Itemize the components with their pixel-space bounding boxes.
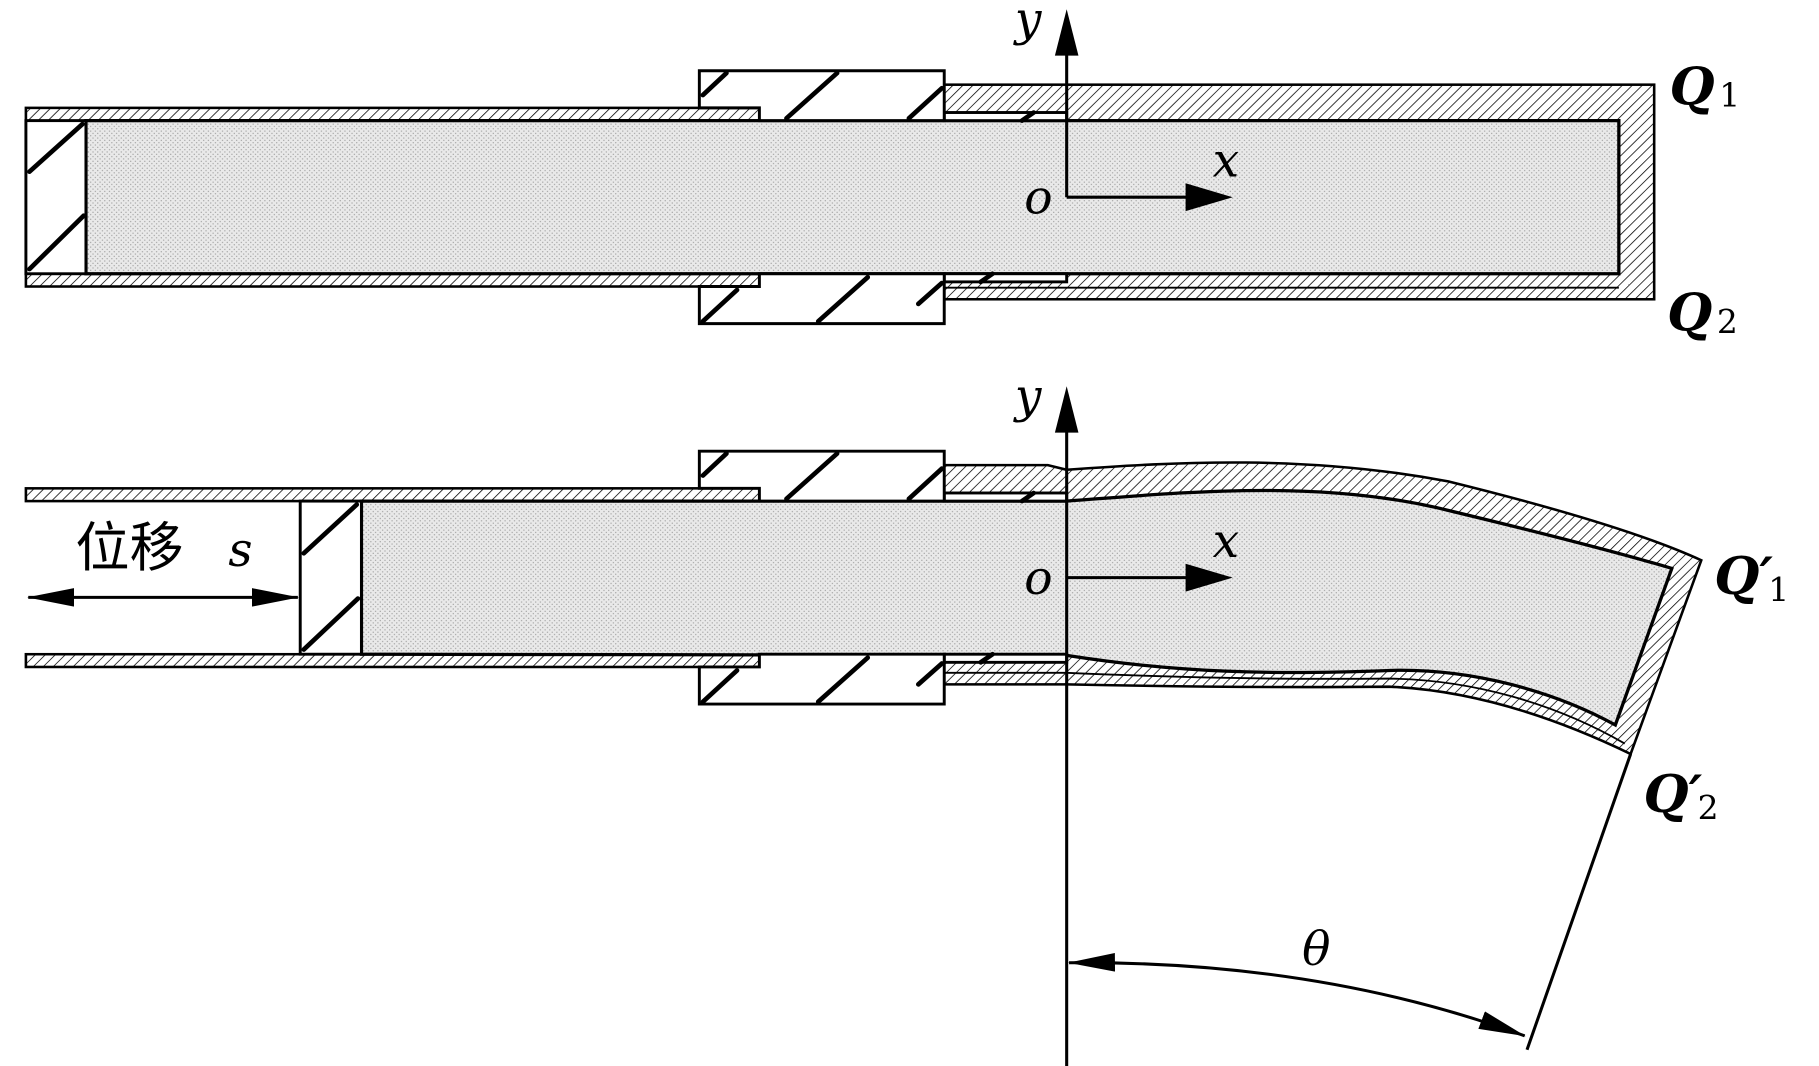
top-y-arrowhead	[1054, 9, 1079, 56]
top-axes: y x o	[1013, 0, 1239, 225]
bottom-inner-core	[359, 488, 1674, 728]
bent-end-reference-line	[1525, 753, 1633, 1051]
bottom-left-tube-top-wall	[24, 487, 761, 503]
bottom-x-arrowhead	[1185, 563, 1233, 592]
top-clamp-ring	[942, 110, 1069, 285]
displacement-label: 位移	[75, 516, 183, 579]
bottom-diagram: 位移 s y x o θ Q′1 Q′2	[24, 370, 1789, 1066]
bottom-origin-label: o	[1024, 552, 1052, 606]
angle-label: θ	[1302, 923, 1330, 977]
bottom-q2-prime-label: Q′2	[1644, 765, 1719, 827]
bottom-x-label: x	[1213, 515, 1240, 569]
bottom-y-label: y	[1013, 370, 1042, 424]
angle-arc	[1067, 953, 1526, 1038]
top-x-label: x	[1213, 135, 1240, 189]
bottom-q1-prime-label: Q′1	[1714, 547, 1789, 609]
bottom-axes: y x o	[1013, 370, 1239, 1066]
bottom-plug	[298, 499, 363, 656]
bottom-fitting-lower	[697, 652, 946, 706]
displacement-symbol: s	[228, 524, 252, 578]
top-x-arrowhead	[1185, 183, 1233, 212]
displacement-annotation: 位移 s	[27, 516, 300, 607]
bending-angle: θ	[1067, 753, 1633, 1051]
top-inner-core	[84, 119, 1621, 276]
top-left-plug	[24, 119, 88, 276]
top-y-label: y	[1013, 0, 1042, 47]
bottom-y-arrowhead	[1054, 386, 1079, 433]
top-fitting-upper	[697, 69, 946, 123]
bottom-sleeve-bottom-layer-line	[944, 671, 1626, 745]
top-origin-label: o	[1024, 172, 1052, 226]
top-left-tube-top-wall	[24, 106, 761, 122]
bottom-fitting-upper	[697, 449, 946, 503]
top-fitting-lower	[697, 272, 946, 326]
top-left-tube-bottom-wall	[24, 272, 761, 288]
